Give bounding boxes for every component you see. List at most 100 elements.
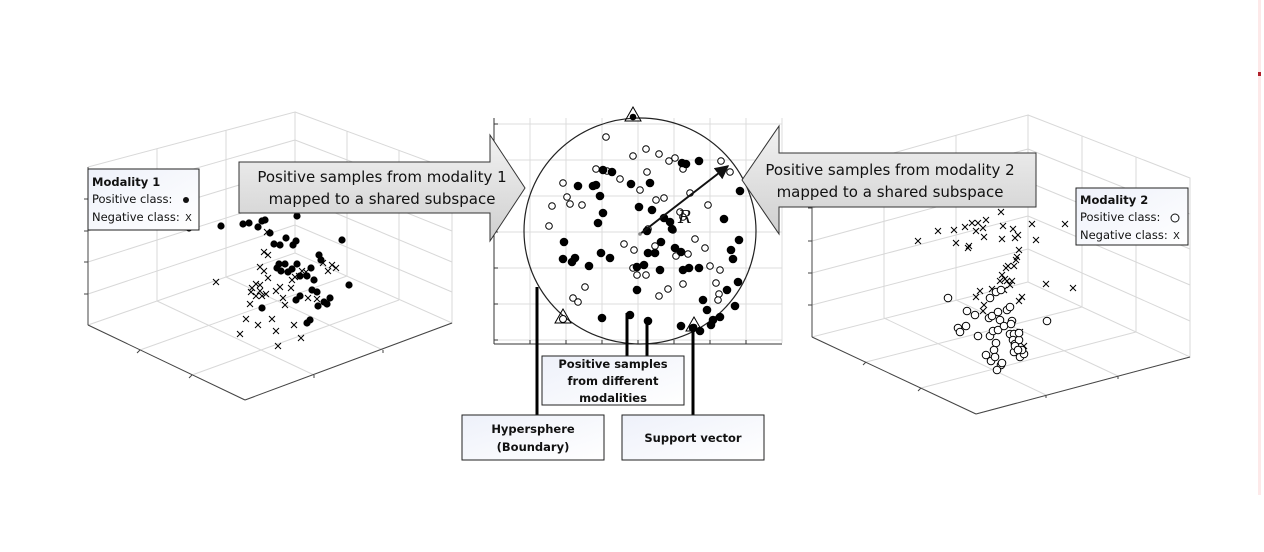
positive-sample-dot	[254, 223, 262, 231]
support-vector-triangle	[624, 105, 642, 122]
modality-2-sample-circle	[563, 193, 571, 201]
modality-2-sample-circle	[712, 279, 720, 287]
modality-1-sample-dot	[598, 165, 608, 175]
negative-sample-x	[279, 294, 287, 302]
negative-sample-x	[1061, 220, 1069, 228]
modality-1-sample-dot	[735, 186, 745, 196]
modality-2-sample-circle	[578, 201, 586, 209]
modality-2-sample-circle	[629, 152, 637, 160]
positive-sample-dot	[326, 294, 334, 302]
positive-sample-circle	[943, 293, 953, 303]
positive-sample-dot	[293, 212, 301, 220]
modality-1-sample-dot	[573, 181, 583, 191]
negative-sample-x	[950, 226, 958, 234]
modality-2-sample-circle	[665, 157, 673, 165]
positive-sample-circle	[999, 321, 1009, 331]
positive-sample-circle	[955, 327, 965, 337]
positive-sample-dot	[277, 267, 285, 275]
support-vector-callout-text: Support vector	[644, 431, 742, 445]
modality-1-sample-dot	[607, 167, 617, 177]
legend-2-negative-label: Negative class:	[1080, 228, 1168, 242]
right-plot-points	[914, 208, 1077, 375]
positive-sample-dot	[296, 292, 304, 300]
negative-sample-x	[242, 315, 250, 323]
modality-2-sample-circle	[717, 157, 725, 165]
positive-sample-dot	[217, 222, 225, 230]
negative-sample-x	[332, 264, 340, 272]
negative-sample-x	[276, 283, 284, 291]
negative-sample-x	[328, 261, 336, 269]
modality-2-sample-circle	[633, 271, 641, 279]
modality-1-sample-dot	[678, 265, 688, 275]
positive-sample-circle	[973, 331, 983, 341]
negative-sample-x	[964, 244, 972, 252]
positive-sample-dot	[310, 276, 318, 284]
modality-1-legend: Modality 1 Positive class: Negative clas…	[87, 168, 200, 231]
positive-sample-dot	[293, 260, 301, 268]
positive-sample-dot	[270, 240, 278, 248]
negative-sample-x	[274, 342, 282, 350]
negative-sample-x	[236, 330, 244, 338]
modality-2-sample-circle	[548, 202, 556, 210]
positive-sample-circle	[993, 307, 1003, 317]
negative-sample-x	[313, 295, 321, 303]
modality-1-sample-dot	[643, 248, 653, 258]
positive-sample-circle	[1005, 302, 1015, 312]
modality-2-mapping-arrow: Positive samples from modality 2 mapped …	[741, 124, 1037, 236]
modality-1-sample-dot	[655, 265, 665, 275]
modality-1-sample-dot	[719, 214, 729, 224]
modality-2-sample-circle	[664, 285, 672, 293]
center-plot-points	[545, 105, 745, 336]
x-cross-icon: X	[185, 213, 192, 224]
modality-1-sample-dot	[632, 285, 642, 295]
modality-2-sample-circle	[592, 165, 600, 173]
modality-2-sample-circle	[679, 280, 687, 288]
negative-sample-x	[968, 219, 976, 227]
open-circle-icon	[1170, 213, 1180, 223]
modality-1-sample-dot	[708, 315, 718, 325]
negative-sample-x	[1028, 220, 1036, 228]
legend-1-negative-label: Negative class:	[92, 210, 180, 224]
radius-label: R	[677, 207, 692, 228]
positive-sample-circle	[1014, 328, 1024, 338]
positive-samples-callout-line3: modalities	[579, 391, 647, 405]
modality-1-sample-dot	[559, 237, 569, 247]
support-vector-callout: Support vector	[621, 414, 765, 461]
negative-sample-x	[287, 284, 295, 292]
modality-1-sample-dot	[632, 262, 642, 272]
modality-2-sample-circle	[616, 175, 624, 183]
modality-1-sample-dot	[728, 254, 738, 264]
negative-sample-x	[961, 223, 969, 231]
positive-sample-dot	[303, 272, 311, 280]
positive-sample-dot	[313, 288, 321, 296]
negative-sample-x	[281, 301, 289, 309]
modality-2-sample-circle	[620, 240, 628, 248]
modality-1-sample-dot	[722, 285, 732, 295]
negative-sample-x	[999, 222, 1007, 230]
positive-samples-callout-line2: from different	[567, 374, 659, 388]
modality-2-sample-circle	[569, 294, 577, 302]
negative-sample-x	[258, 292, 266, 300]
modality-1-sample-dot	[676, 321, 686, 331]
modality-1-sample-dot	[656, 237, 666, 247]
negative-sample-x	[997, 208, 1005, 216]
positive-sample-circle	[1006, 319, 1016, 329]
modality-1-sample-dot	[593, 218, 603, 228]
modality-1-sample-dot	[645, 178, 655, 188]
modality-2-legend: Modality 2 Positive class: Negative clas…	[1075, 187, 1189, 246]
negative-sample-x	[979, 224, 987, 232]
support-vector-dot	[629, 113, 637, 121]
positive-sample-dot	[323, 300, 331, 308]
callout-leaders	[535, 287, 695, 415]
negative-sample-x	[980, 301, 988, 309]
modality-2-sample-circle	[704, 201, 712, 209]
modality-1-sample-dot	[595, 191, 605, 201]
positive-sample-circle	[996, 285, 1006, 295]
positive-sample-circle	[989, 345, 999, 355]
page-edge-tick	[1258, 72, 1261, 76]
positive-sample-dot	[288, 265, 296, 273]
modality-2-sample-circle	[715, 290, 723, 298]
modality-2-sample-circle	[655, 150, 663, 158]
modality-2-sample-circle	[581, 283, 589, 291]
